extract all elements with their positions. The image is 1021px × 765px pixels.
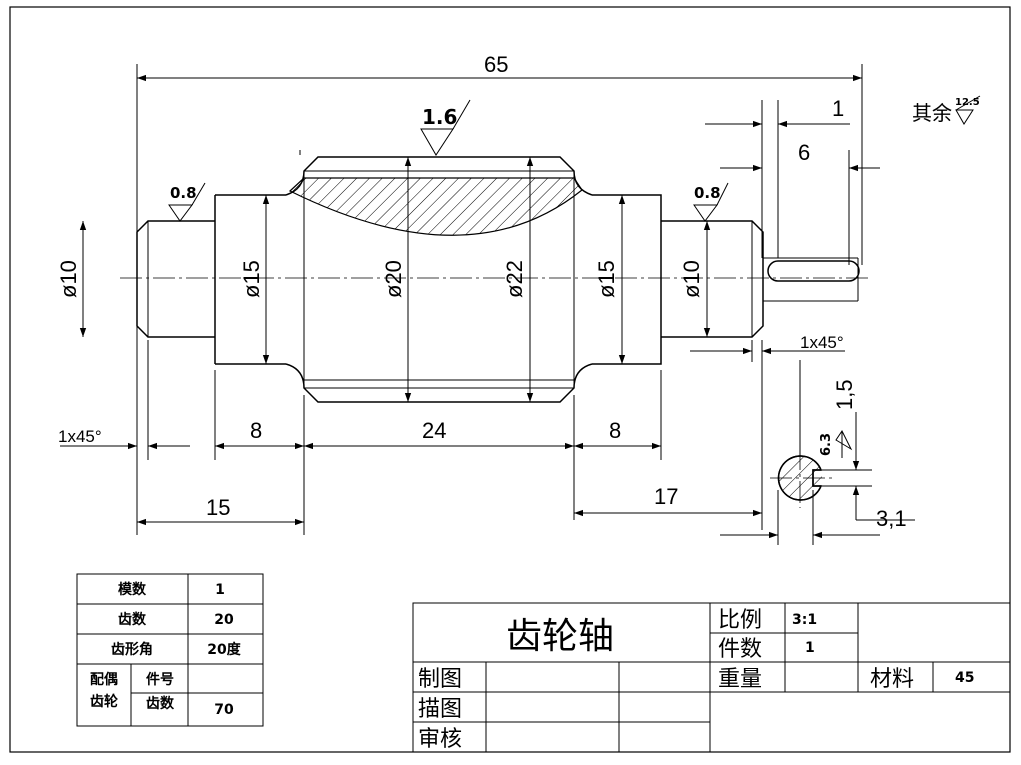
section-view [720,360,915,545]
drawing-title: 齿轮轴 [506,616,614,657]
scale-value: 3:1 [792,612,817,628]
dim-8-left: 8 [250,418,262,443]
dim-d22: ø22 [502,260,527,298]
finish-rest-value: 12.5 [955,97,980,108]
dim-8-right: 8 [609,418,621,443]
scale-label: 比例 [718,608,762,633]
finish-top-label: 1.6 [422,105,457,129]
dim-d10-right: ø10 [679,260,704,298]
dim-d15-left: ø15 [239,260,264,298]
mate-label-1: 配偶 [90,671,118,688]
param-value-module: 1 [215,582,225,598]
dim-65: 65 [484,52,508,77]
material-value: 45 [955,670,974,686]
surface-finish-top: 1.6 [420,99,471,156]
material-label: 材料 [870,667,914,692]
dim-3-1: 3,1 [876,506,907,531]
surface-finish-rest: 其余 12.5 [912,95,981,125]
finish-section-label: 6.3 [819,433,834,456]
surface-finish-section: 6.3 [819,430,853,458]
gear-parameter-table: 模数 1 齿数 20 齿形角 20度 配偶 齿轮 件号 齿数 70 [76,573,264,727]
dimension-lines [60,74,880,526]
extension-lines [136,64,863,535]
finish-right-label: 0.8 [694,184,721,202]
mate-teeth-value: 70 [214,702,234,718]
surface-finish-left: 0.8 [168,182,206,222]
param-value-angle: 20度 [207,641,241,658]
mate-label-2: 齿轮 [90,693,118,710]
dim-24: 24 [422,418,446,443]
mate-teeth-label: 齿数 [146,695,175,712]
finish-rest-label: 其余 [912,101,952,125]
partial-section-hatch [288,177,583,236]
param-value-teeth: 20 [214,612,234,628]
traced-by-label: 描图 [418,697,462,722]
dim-1-5: 1,5 [832,379,857,410]
qty-value: 1 [805,640,815,656]
qty-label: 件数 [718,637,762,662]
drawn-by-label: 制图 [418,667,462,692]
dim-chamfer-right: 1x45° [800,333,844,352]
mate-part-no-label: 件号 [146,671,174,688]
dim-d10-left: ø10 [56,260,81,298]
param-label-module: 模数 [118,581,147,598]
dim-15: 15 [206,495,230,520]
param-label-angle: 齿形角 [111,641,153,658]
surface-finish-right: 0.8 [693,182,729,222]
title-block: 齿轮轴 比例 3:1 件数 1 重量 材料 45 制图 描图 审核 [412,602,1011,753]
dim-chamfer-left: 1x45° [58,427,102,446]
finish-left-label: 0.8 [170,184,197,202]
weight-label: 重量 [718,667,762,692]
dim-d20: ø20 [381,260,406,298]
dimension-texts: 65 1 6 ø10 ø15 ø20 ø22 ø15 ø10 8 24 8 15… [56,52,907,531]
param-label-teeth: 齿数 [118,611,147,628]
checked-by-label: 审核 [418,727,462,752]
dim-17: 17 [654,484,678,509]
dim-1: 1 [832,96,844,121]
dim-6: 6 [798,140,810,165]
dim-d15-right: ø15 [594,260,619,298]
